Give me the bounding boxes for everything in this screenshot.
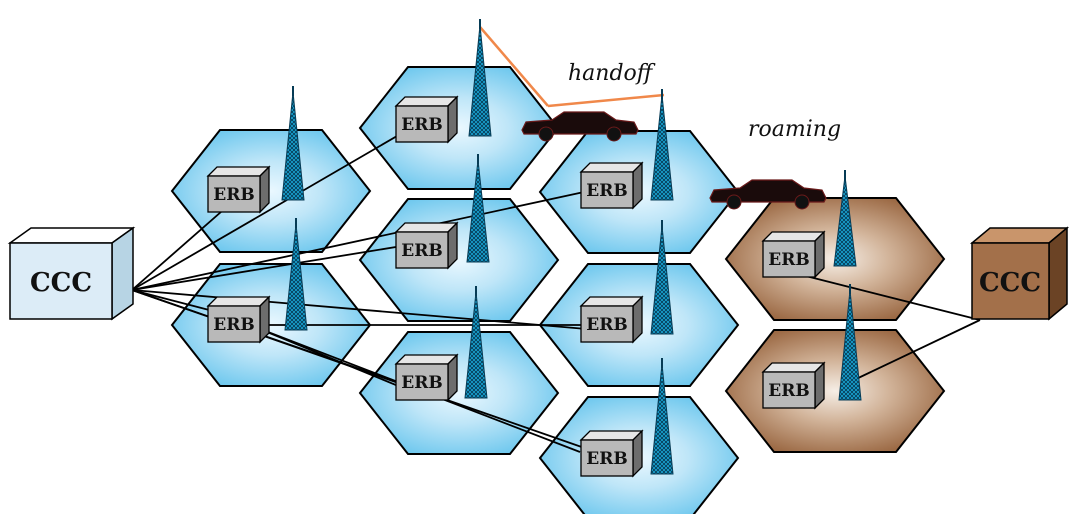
base-station-7: ERB: [579, 220, 674, 344]
erb-label: ERB: [586, 449, 627, 469]
antenna-tower-icon: [650, 220, 674, 335]
base-station-6: ERB: [579, 89, 674, 210]
erb-label: ERB: [768, 250, 809, 270]
base-station-10: ERB: [761, 284, 862, 410]
antenna-tower-icon: [466, 154, 490, 263]
cell-visited-2: [724, 329, 946, 453]
cell-home-5: [358, 331, 560, 455]
cell-home-1: [170, 129, 372, 253]
antenna-tower-icon: [838, 284, 862, 401]
base-stations-layer: ERB ERB ERB ERB ERB ERB ERB ERB ERB ERB: [206, 19, 862, 478]
ccc-box-home: CCC: [7, 226, 136, 321]
ccc-label-home: CCC: [30, 268, 92, 298]
base-station-9: ERB: [761, 170, 857, 279]
roaming-label: roaming: [748, 117, 841, 142]
erb-label: ERB: [401, 241, 442, 261]
erb-label: ERB: [213, 315, 254, 335]
handoff-signal-lines: [479, 26, 665, 108]
base-station-2: ERB: [394, 19, 492, 144]
handoff-label: handoff: [568, 61, 656, 86]
erb-label: ERB: [586, 315, 627, 335]
ccc-label-visited: CCC: [979, 268, 1041, 298]
antenna-tower-icon: [650, 89, 674, 201]
erb-label: ERB: [213, 185, 254, 205]
base-station-1: ERB: [206, 86, 305, 214]
car-icon-roaming: [709, 179, 827, 210]
antenna-tower-icon: [833, 170, 857, 267]
ccc-box-visited: CCC: [969, 226, 1070, 321]
base-station-3: ERB: [206, 218, 308, 344]
antenna-tower-icon: [281, 86, 305, 201]
erb-label: ERB: [401, 373, 442, 393]
antenna-tower-icon: [468, 19, 492, 137]
erb-label: ERB: [768, 381, 809, 401]
base-station-4: ERB: [394, 154, 490, 270]
car-icon-handoff: [521, 111, 639, 142]
antenna-tower-icon: [284, 218, 308, 331]
base-station-5: ERB: [394, 286, 488, 402]
erb-label: ERB: [586, 181, 627, 201]
antenna-tower-icon: [650, 358, 674, 475]
erb-label: ERB: [401, 115, 442, 135]
cars-layer: [521, 111, 827, 210]
antenna-tower-icon: [464, 286, 488, 399]
cell-home-4: [358, 198, 560, 322]
base-station-8: ERB: [579, 358, 674, 478]
